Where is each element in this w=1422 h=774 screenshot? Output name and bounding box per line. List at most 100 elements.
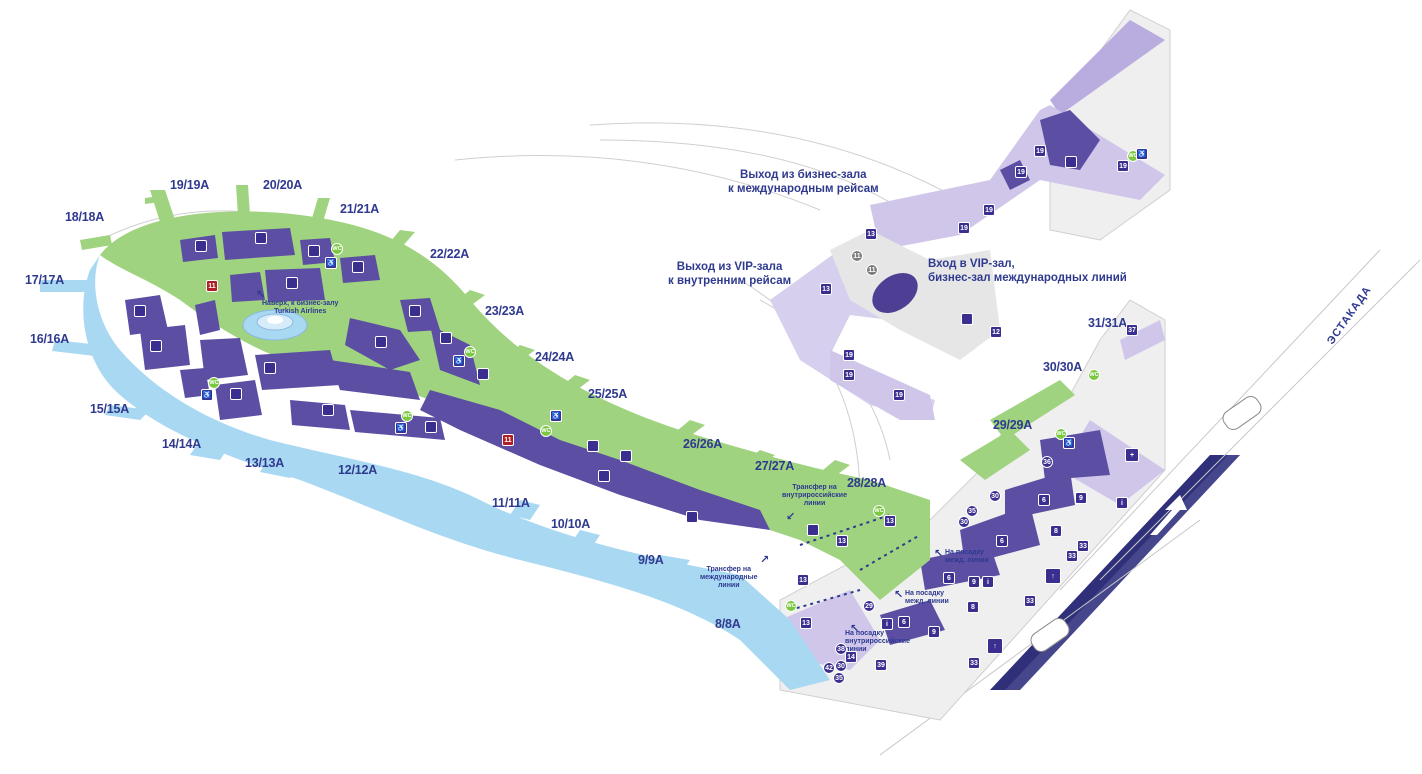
cafe-icon-2 bbox=[587, 440, 599, 452]
elevator-11-icon: 11 bbox=[206, 280, 218, 292]
service-35-icon: 35 bbox=[966, 505, 978, 517]
gate-label-13: 13/13А bbox=[245, 456, 285, 470]
gate-label-10: 10/10А bbox=[551, 517, 591, 531]
lounge-19-icon-6: 19 bbox=[843, 349, 855, 361]
cafe-icon-6 bbox=[961, 313, 973, 325]
shop-bag-icon-4 bbox=[352, 261, 364, 273]
blue-concourse bbox=[40, 255, 830, 690]
shop-bag-icon-10 bbox=[134, 305, 146, 317]
gate-label-16: 16/16А bbox=[30, 332, 70, 346]
passages bbox=[789, 514, 921, 611]
service-9-icon: 9 bbox=[1075, 492, 1087, 504]
service-33-icon-2: 33 bbox=[1066, 550, 1078, 562]
service-30-icon: 30 bbox=[989, 490, 1001, 502]
wc-icon-3: WC bbox=[208, 377, 220, 389]
gate-label-31: 31/31А bbox=[1088, 316, 1128, 330]
shop-bag-icon-2 bbox=[255, 232, 267, 244]
shop-bag-icon-14 bbox=[425, 421, 437, 433]
service-33-icon-3: 33 bbox=[1024, 595, 1036, 607]
service-30-icon-3: 30 bbox=[835, 660, 847, 672]
accessible-icon-7: ♿ bbox=[1136, 148, 1148, 160]
service-38-icon: 38 bbox=[835, 643, 847, 655]
wc-icon-6: WC bbox=[873, 505, 885, 517]
gate-label-20: 20/20А bbox=[263, 178, 303, 192]
gate-label-27: 27/27А bbox=[755, 459, 795, 473]
checkin-6-icon-4: 6 bbox=[898, 616, 910, 628]
info-icon: i bbox=[881, 618, 893, 630]
gate-label-18: 18/18А bbox=[65, 210, 105, 224]
info-13-icon: 13 bbox=[865, 228, 877, 240]
gate-label-21: 21/21А bbox=[340, 202, 380, 216]
service-9-icon-2: 9 bbox=[968, 576, 980, 588]
shop-bag-icon-5 bbox=[286, 277, 298, 289]
wc-icon-5: WC bbox=[540, 425, 552, 437]
wc-icon-2: WC bbox=[464, 346, 476, 358]
checkin-6-icon-3: 6 bbox=[943, 572, 955, 584]
arrow-transfer-domestic: ↙ bbox=[786, 510, 796, 523]
service-33-icon-4: 33 bbox=[968, 657, 980, 669]
accessible-icon-5: ♿ bbox=[550, 410, 562, 422]
arrow-boarding-2: ↖ bbox=[894, 588, 904, 601]
service-9-icon-3: 9 bbox=[928, 626, 940, 638]
cars bbox=[1030, 395, 1262, 653]
service-8-icon-2: 8 bbox=[967, 601, 979, 613]
shop-bag-icon-12 bbox=[230, 388, 242, 400]
cafe-icon-3 bbox=[620, 450, 632, 462]
arrow-boarding-1: ↖ bbox=[934, 547, 944, 560]
first-aid-icon: + bbox=[1125, 448, 1139, 462]
service-33-icon: 33 bbox=[1077, 540, 1089, 552]
elevator-11-icon-4: 11 bbox=[851, 250, 863, 262]
service-30-icon-2: 30 bbox=[958, 516, 970, 528]
transfer-domestic-note: Трансфер на внутрироссийские линии bbox=[782, 484, 847, 507]
vip-lounge-entry-note: Вход в VIP-зал, бизнес-зал международных… bbox=[928, 258, 1127, 284]
up-arrow-icon-2: ↑ bbox=[987, 638, 1003, 654]
wc-icon-7: WC bbox=[785, 600, 797, 612]
service-14-icon: 14 bbox=[845, 651, 857, 663]
accessible-icon-3: ♿ bbox=[201, 389, 213, 401]
accessible-icon: ♿ bbox=[325, 257, 337, 269]
arrow-transfer-international: ↗ bbox=[760, 553, 770, 566]
fountain bbox=[242, 309, 308, 341]
arrow-turkish: ↖ bbox=[256, 288, 266, 301]
gate-label-12: 12/12А bbox=[338, 463, 378, 477]
gate-label-17: 17/17А bbox=[25, 273, 65, 287]
info-13-icon-3: 13 bbox=[884, 515, 896, 527]
cafe-icon bbox=[264, 362, 276, 374]
elevator-11-icon-2: 11 bbox=[502, 434, 514, 446]
service-42-icon: 42 bbox=[823, 662, 835, 674]
gate-label-9: 9/9А bbox=[638, 553, 664, 567]
lounge-19-icon-2: 19 bbox=[1015, 166, 1027, 178]
vip-lounge-exit-note: Выход из VIP-зала к внутренним рейсам bbox=[668, 261, 792, 287]
turkish-airlines-note: Наверх, к бизнес-залу Turkish Airlines bbox=[262, 300, 339, 315]
business-lounge-exit-note: Выход из бизнес-зала к международным рей… bbox=[728, 169, 879, 195]
cafe-icon-4 bbox=[807, 524, 819, 536]
service-8-icon: 8 bbox=[1050, 525, 1062, 537]
lounge-19-icon-7: 19 bbox=[843, 369, 855, 381]
lounge-19-icon-4: 19 bbox=[983, 204, 995, 216]
service-36-icon: 36 bbox=[1041, 456, 1053, 468]
lounge-19-icon-5: 19 bbox=[958, 222, 970, 234]
checkin-6-icon-2: 6 bbox=[996, 535, 1008, 547]
gate-label-22: 22/22А bbox=[430, 247, 470, 261]
shop-bag-icon-6 bbox=[409, 305, 421, 317]
info-13-icon-6: 13 bbox=[800, 617, 812, 629]
elevator-11-icon-3: 11 bbox=[866, 264, 878, 276]
gate-label-26: 26/26А bbox=[683, 437, 723, 451]
up-arrow-icon: ↑ bbox=[1045, 568, 1061, 584]
service-39-icon: 39 bbox=[875, 659, 887, 671]
info-icon-2: i bbox=[982, 576, 994, 588]
info-13-icon-4: 13 bbox=[836, 535, 848, 547]
gate-label-30: 30/30А bbox=[1043, 360, 1083, 374]
service-35-icon-2: 35 bbox=[833, 672, 845, 684]
shop-bag-icon-16 bbox=[686, 511, 698, 523]
service-12-icon: 12 bbox=[990, 326, 1002, 338]
shop-bag-icon-7 bbox=[375, 336, 387, 348]
gate-label-25: 25/25А bbox=[588, 387, 628, 401]
wc-icon: WC bbox=[331, 243, 343, 255]
shop-bag-icon-13 bbox=[322, 404, 334, 416]
lounge-19-icon-8: 19 bbox=[893, 389, 905, 401]
lounge-19-icon: 19 bbox=[1034, 145, 1046, 157]
wc-icon-4: WC bbox=[401, 410, 413, 422]
shop-bag-icon-9 bbox=[477, 368, 489, 380]
